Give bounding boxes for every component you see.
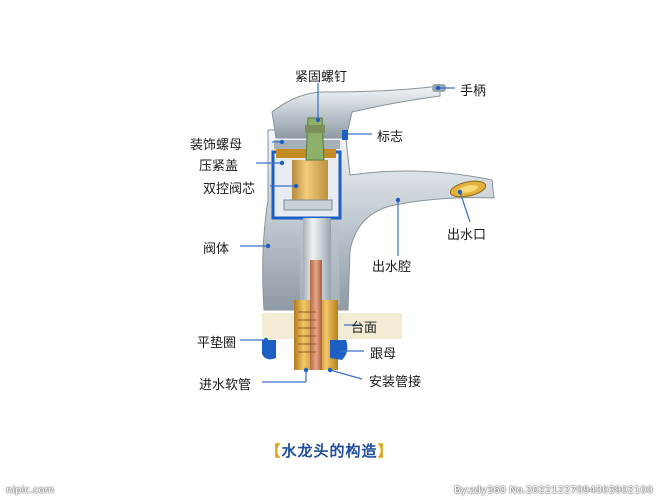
- label-countertop: 台面: [351, 321, 378, 336]
- inlet-hose-shape: [310, 260, 322, 370]
- diagram-caption: 【水龙头的构造】: [0, 440, 659, 461]
- leader-lines: [240, 83, 471, 383]
- caption-text: 水龙头的构造: [281, 442, 378, 460]
- caption-bracket-open: 【: [265, 442, 282, 460]
- outlet-hole: [458, 184, 478, 194]
- set-screw-shape: [305, 125, 325, 133]
- label-set-screw: 紧固螺钉: [295, 70, 348, 85]
- hose-thread: [298, 311, 316, 353]
- label-flat-gasket: 平垫圈: [197, 336, 237, 351]
- label-press-cap: 压紧盖: [199, 159, 239, 174]
- label-dual-valve-core: 双控阀芯: [203, 182, 256, 197]
- watermark-left: nipic.com: [6, 485, 55, 496]
- flat-gasket-shape: [262, 340, 276, 360]
- caption-bracket-close: 】: [377, 442, 394, 460]
- valve-stem: [305, 117, 325, 161]
- handle-lever: [271, 85, 441, 139]
- label-handle: 手柄: [460, 84, 487, 99]
- leader-dots: [263, 85, 463, 373]
- label-outlet: 出水口: [447, 228, 487, 243]
- watermark-right: By:zdy360 No.20221227094003902100: [453, 485, 653, 496]
- label-mount-pipe: 安装管接: [369, 375, 422, 390]
- label-decor-nut: 装饰螺母: [190, 138, 243, 153]
- label-water-chamber: 出水腔: [372, 260, 412, 275]
- label-valve-body: 阀体: [203, 242, 230, 257]
- valve-core-disc: [283, 199, 333, 211]
- label-heel-nut: 跟母: [370, 347, 397, 362]
- valve-core-gear: [292, 160, 328, 200]
- label-inlet-hose: 进水软管: [199, 378, 252, 393]
- label-mark: 标志: [377, 130, 404, 145]
